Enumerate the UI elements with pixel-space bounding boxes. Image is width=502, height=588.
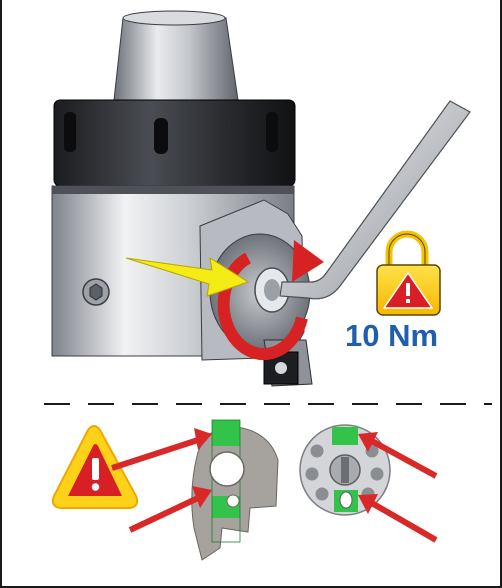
red-arrow-upper-right xyxy=(358,432,438,479)
warning-triangle-icon xyxy=(51,425,139,509)
pointer-arrow-icon xyxy=(125,256,250,297)
red-arrow-lower-left xyxy=(128,486,212,533)
clamping-nut xyxy=(53,99,296,187)
torque-value-label: 10 Nm xyxy=(345,318,439,353)
taper-cone xyxy=(113,10,239,101)
padlock-warning-icon xyxy=(376,230,441,316)
red-arrow-lower-right xyxy=(358,494,438,543)
end-face-detail xyxy=(299,424,391,516)
red-arrow-upper-left xyxy=(111,428,212,471)
side-block-detail xyxy=(191,419,279,561)
red-pointer-arrows xyxy=(111,428,438,543)
hex-key-wrench xyxy=(279,100,471,300)
